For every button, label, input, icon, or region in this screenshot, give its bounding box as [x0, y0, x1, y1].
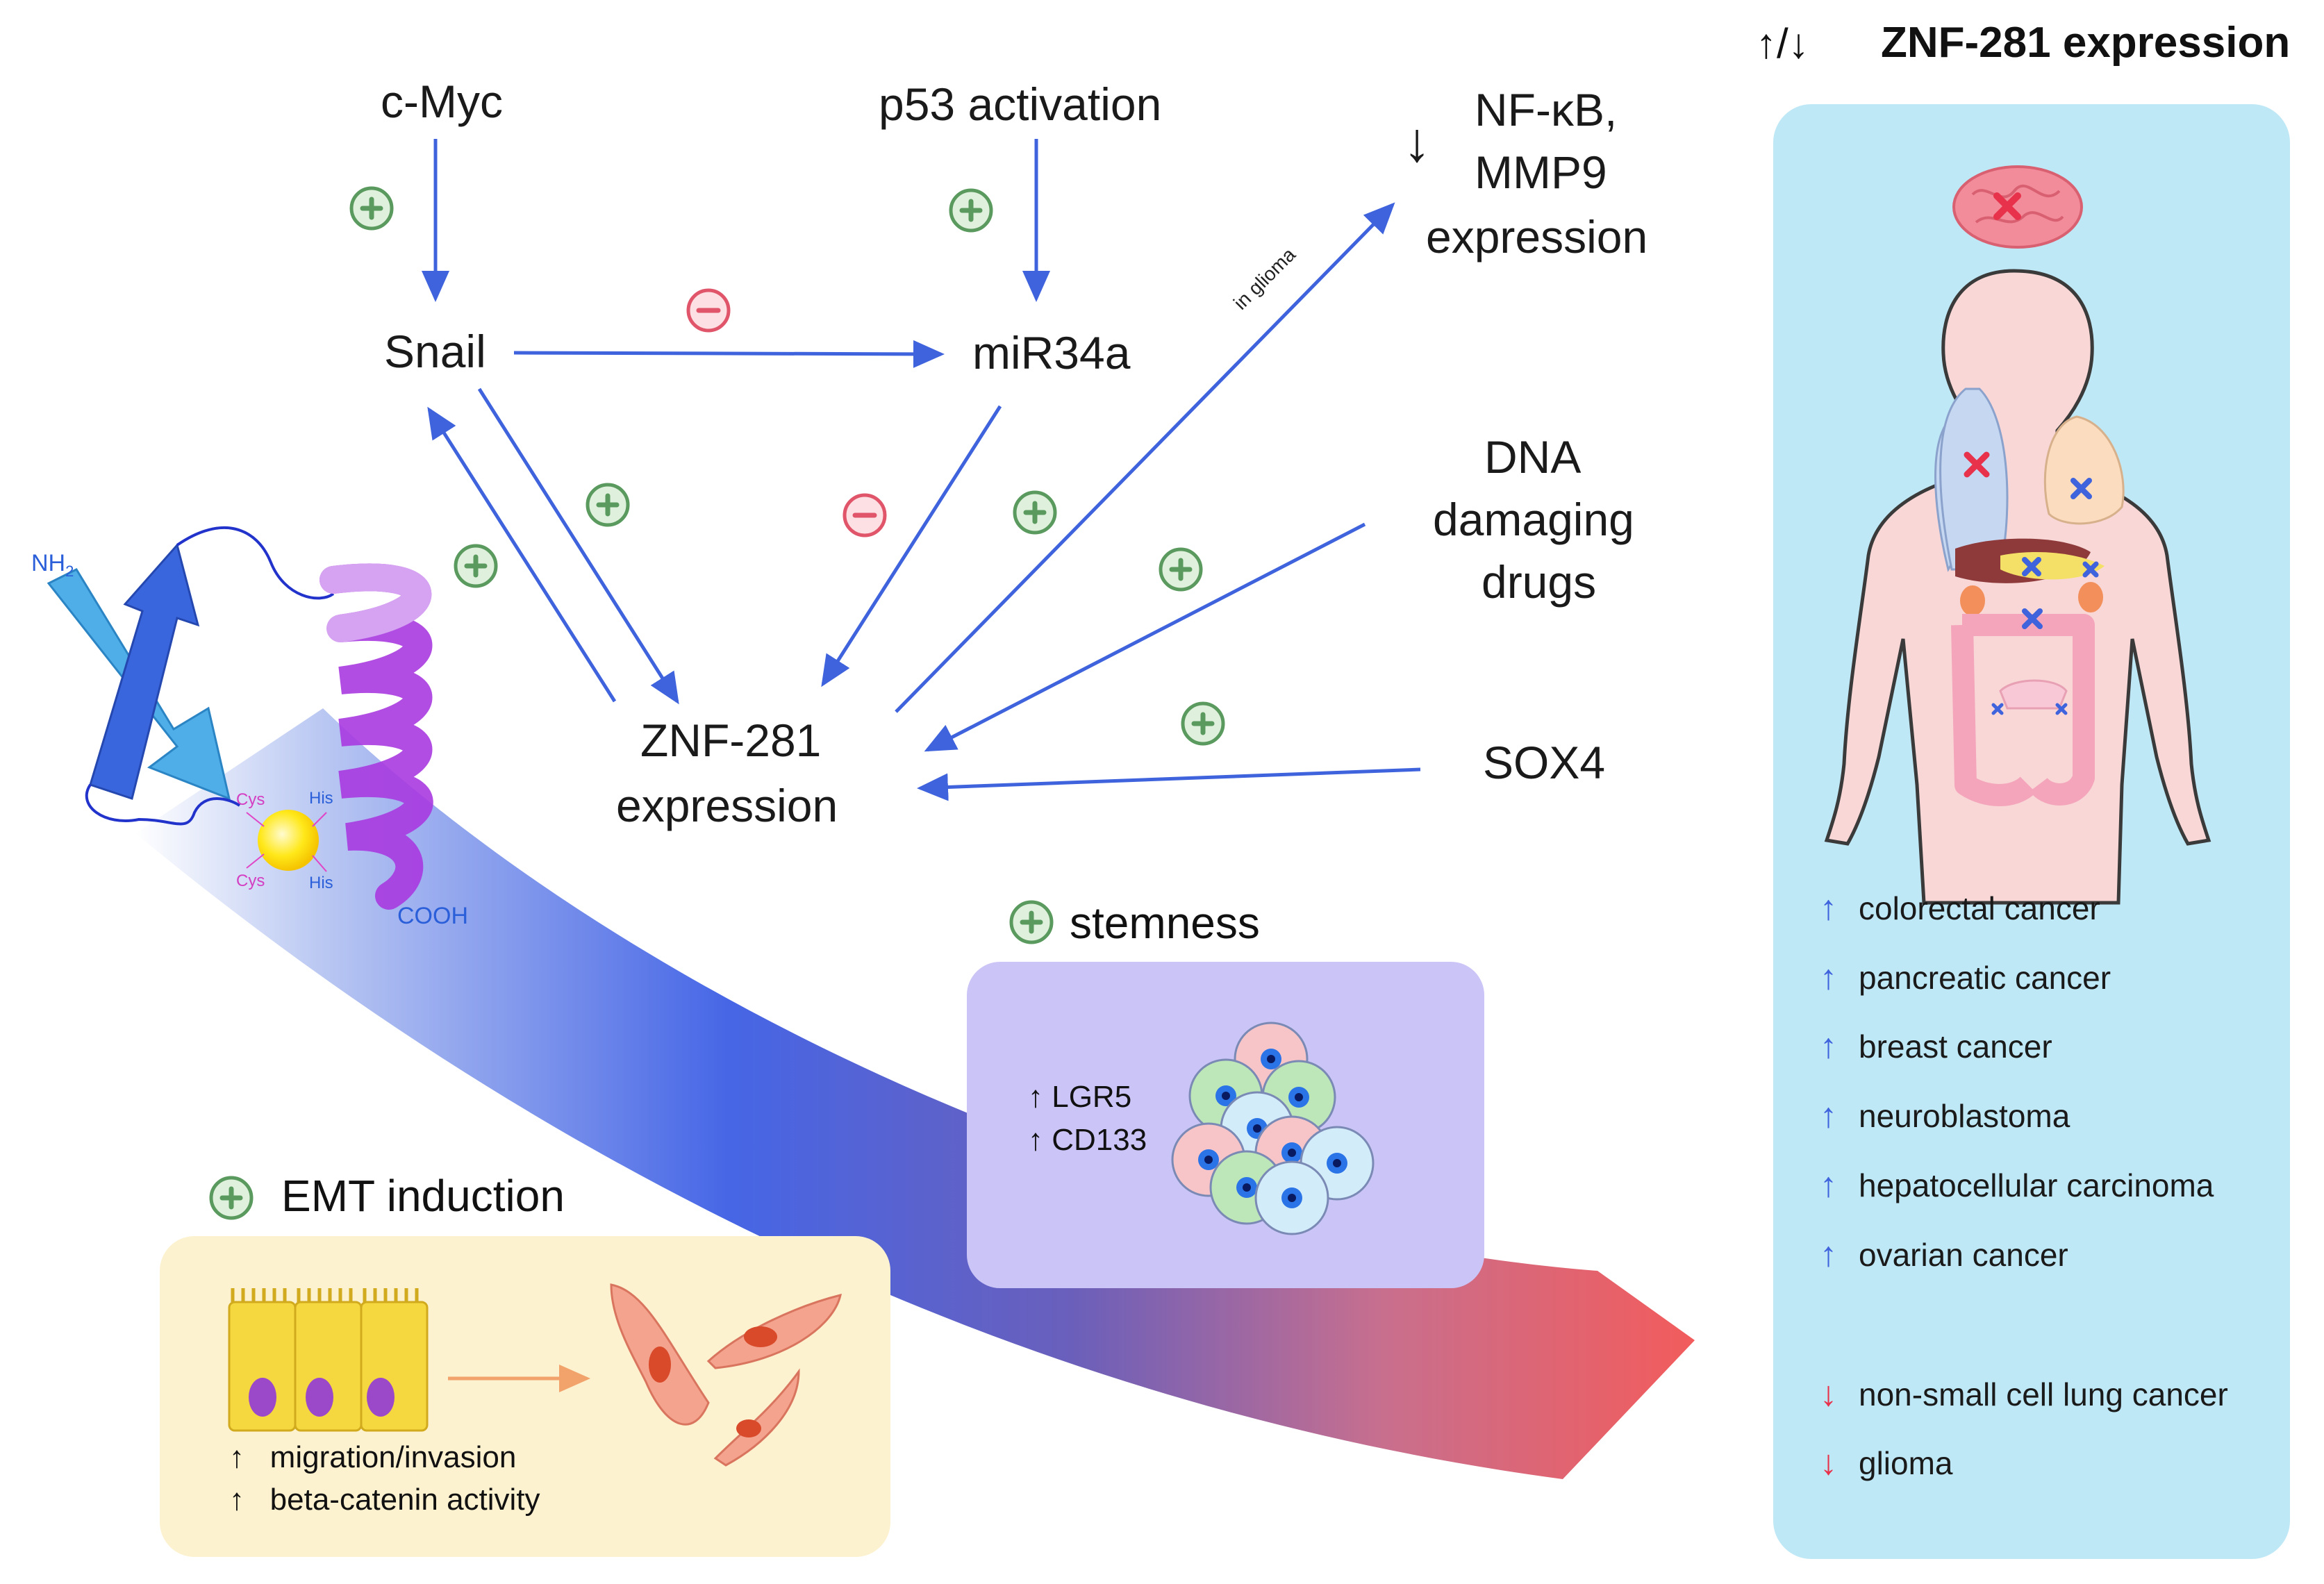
label-his-1: His — [309, 789, 333, 808]
node-nfkb-line2: MMP9 — [1475, 147, 1607, 198]
node-cmyc: c-Myc — [381, 76, 503, 127]
cancer-label: breast cancer — [1859, 1028, 2052, 1065]
cancer-label: hepatocellular carcinoma — [1859, 1167, 2214, 1203]
node-dna-line1: DNA — [1484, 431, 1582, 483]
cancer-label: pancreatic cancer — [1859, 960, 2111, 996]
header-arrows: ↑/↓ — [1756, 20, 1809, 67]
arrow-mir34a-znf — [821, 405, 1002, 687]
zinc-finger-protein-icon — [47, 526, 433, 910]
node-nfkb-line1: NF-κB, — [1475, 84, 1618, 135]
node-nfkb-arrow: ↓ — [1403, 111, 1431, 173]
label-cys-2: Cys — [236, 872, 265, 890]
node-znf281-line2: expression — [616, 780, 838, 831]
minus-signs — [688, 290, 885, 535]
emt-title: EMT induction — [281, 1171, 565, 1221]
brain-icon — [1952, 165, 2083, 249]
stemness-title: stemness — [1070, 898, 1260, 948]
cancer-label: neuroblastoma — [1859, 1098, 2070, 1134]
node-dna-line3: drugs — [1481, 556, 1597, 608]
node-znf281-line1: ZNF-281 — [640, 715, 822, 766]
cancer-item-up: ↑ breast cancer — [1820, 1026, 2052, 1066]
stemness-marker-lgr5: ↑ LGR5 — [1028, 1080, 1132, 1114]
epithelial-cells-icon — [228, 1288, 429, 1432]
cancer-label: glioma — [1859, 1445, 1953, 1481]
cancer-label: ovarian cancer — [1859, 1237, 2068, 1273]
node-mir34a: miR34a — [972, 327, 1131, 378]
arrow-dna-znf — [924, 522, 1366, 752]
emt-effect-migration: ↑ migration/invasion — [229, 1440, 517, 1474]
up-arrow-icon: ↑ — [1820, 1235, 1837, 1274]
mesenchymal-cells-icon — [610, 1283, 842, 1467]
up-arrow-icon: ↑ — [1820, 888, 1837, 927]
arrow-snail-znf — [477, 387, 679, 705]
cancer-item-up: ↑ neuroblastoma — [1820, 1095, 2070, 1135]
emt-effect-betacatenin: ↑ beta-catenin activity — [229, 1483, 540, 1517]
up-arrow-icon: ↑ — [1820, 1026, 1837, 1065]
label-cys-1: Cys — [236, 790, 265, 809]
arrow-znf-nfkb — [895, 202, 1395, 713]
cancer-item-up: ↑ hepatocellular carcinoma — [1820, 1165, 2214, 1205]
node-sox4: SOX4 — [1483, 737, 1606, 788]
cancer-item-up: ↑ pancreatic cancer — [1820, 957, 2111, 997]
cancer-item-down: ↓ non-small cell lung cancer — [1820, 1374, 2228, 1414]
label-his-2: His — [309, 874, 333, 892]
node-dna-line2: damaging — [1433, 494, 1634, 545]
label-cooh: COOH — [397, 903, 468, 929]
cancer-label: colorectal cancer — [1859, 890, 2100, 926]
node-nfkb-line3: expression — [1426, 211, 1648, 262]
header-title: ZNF-281 expression — [1881, 19, 2291, 67]
cancer-label: non-small cell lung cancer — [1859, 1376, 2228, 1412]
cancer-item-down: ↓ glioma — [1820, 1442, 1953, 1483]
cancer-item-up: ↑ ovarian cancer — [1820, 1234, 2068, 1274]
up-arrow-icon: ↑ — [1820, 1096, 1837, 1135]
arrow-snail-mir34a — [513, 340, 945, 368]
down-arrow-icon: ↓ — [1820, 1374, 1837, 1413]
label-nh2: NH2 — [31, 550, 74, 580]
cancer-item-up: ↑ colorectal cancer — [1820, 887, 2100, 928]
label-nh2-sub: 2 — [65, 562, 74, 580]
stemness-marker-cd133: ↑ CD133 — [1028, 1123, 1147, 1157]
node-snail: Snail — [384, 326, 486, 377]
x-marks — [1964, 192, 2099, 715]
node-p53: p53 activation — [879, 78, 1162, 130]
arrow-sox4-znf — [917, 767, 1421, 801]
up-arrow-icon: ↑ — [1820, 958, 1837, 997]
down-arrow-icon: ↓ — [1820, 1443, 1837, 1482]
up-arrow-icon: ↑ — [1820, 1165, 1837, 1204]
network-arrows — [422, 139, 1421, 801]
arrow-znf-snail — [427, 406, 617, 703]
